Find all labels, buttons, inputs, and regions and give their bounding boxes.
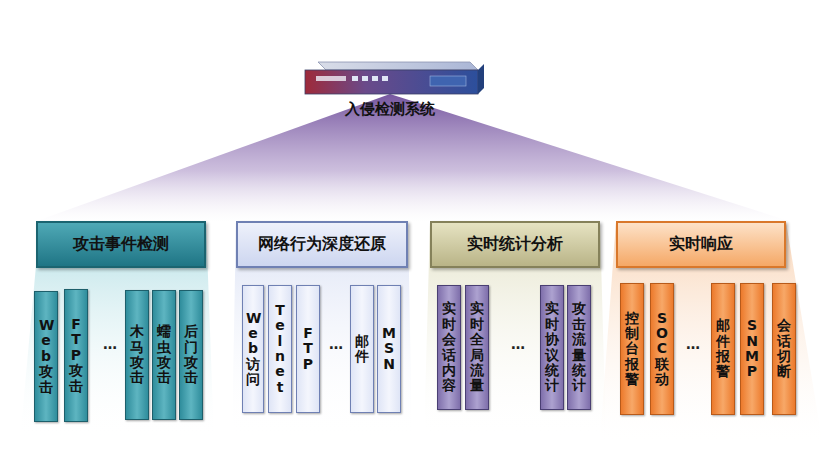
item-box: 控制台报警 — [620, 283, 644, 415]
box-title: 入侵检测系统 — [345, 100, 435, 119]
ellipsis: … — [686, 336, 700, 352]
category-box: 网络行为深度还原 — [236, 221, 408, 268]
item-box: 蠕虫攻击 — [152, 290, 176, 420]
item-box: Web访问 — [242, 285, 264, 413]
item-box: 实时协议统计 — [540, 285, 564, 410]
item-box: 邮件报警 — [711, 283, 735, 415]
item-box: 邮件 — [350, 285, 374, 413]
item-box: MSN — [377, 285, 401, 413]
ellipsis: … — [511, 336, 525, 352]
item-box: 会话切断 — [772, 283, 796, 415]
item-box: Telnet — [268, 285, 292, 413]
category-box: 实时统计分析 — [430, 221, 600, 268]
item-text: 邮件报警 — [716, 318, 730, 380]
item-text: 蠕虫攻击 — [157, 324, 171, 386]
item-text: 实时全局流量 — [470, 301, 484, 393]
item-text: 邮件 — [355, 334, 369, 365]
item-text: 实时协议统计 — [545, 301, 559, 393]
item-box: 木马攻击 — [125, 290, 149, 420]
item-text: Web访问 — [246, 311, 260, 388]
category-box: 实时响应 — [616, 221, 786, 268]
item-text: 会话切断 — [777, 318, 791, 380]
item-text: SNMP — [745, 318, 759, 380]
item-text: MSN — [382, 326, 396, 372]
category-box: 攻击事件检测 — [36, 221, 206, 268]
item-box: SNMP — [740, 283, 764, 415]
item-text: 控制台报警 — [625, 311, 639, 388]
item-box: 实时会话内容 — [437, 285, 461, 410]
item-box: 后门攻击 — [179, 290, 203, 420]
item-text: Telnet — [273, 303, 287, 395]
box-title: 攻击事件检测 — [73, 234, 169, 255]
item-text: 木马攻击 — [130, 324, 144, 386]
item-text: SOC联动 — [655, 311, 669, 388]
ellipsis: … — [103, 336, 117, 352]
ellipsis: … — [329, 336, 343, 352]
item-box: 攻击流量统计 — [567, 285, 591, 410]
item-box: SOC联动 — [650, 283, 674, 415]
item-text: FTP — [301, 326, 315, 372]
item-text: 后门攻击 — [184, 324, 198, 386]
item-box: FTP — [296, 285, 320, 413]
item-box: FTP攻击 — [64, 289, 88, 422]
item-text: 攻击流量统计 — [572, 301, 586, 393]
device-label: 入侵检测系统 — [320, 95, 460, 124]
item-text: Web攻击 — [39, 318, 53, 395]
item-box: Web攻击 — [34, 291, 58, 422]
box-title: 网络行为深度还原 — [258, 234, 386, 255]
item-text: 实时会话内容 — [442, 301, 456, 393]
box-title: 实时响应 — [669, 234, 733, 255]
box-title: 实时统计分析 — [467, 234, 563, 255]
item-text: FTP攻击 — [69, 317, 83, 394]
item-box: 实时全局流量 — [465, 285, 489, 410]
